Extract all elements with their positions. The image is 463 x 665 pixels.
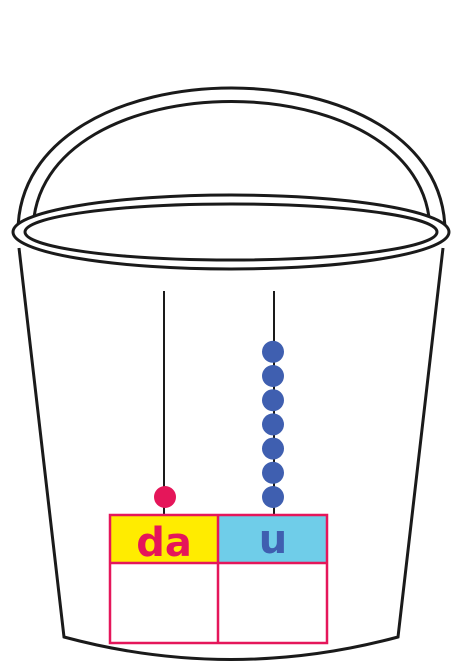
units-label: u — [259, 517, 287, 563]
bucket-handle-icon — [16, 86, 447, 233]
units-bead — [262, 437, 284, 460]
units-answer-cell[interactable] — [218, 563, 327, 643]
units-bead — [262, 461, 284, 484]
units-bead — [262, 486, 284, 508]
units-bead — [262, 340, 284, 363]
bucket-rim-outer — [11, 193, 451, 271]
place-value-table: da u — [108, 513, 329, 645]
units-header-cell — [218, 515, 327, 563]
bucket-rim-inner — [23, 202, 439, 262]
tens-answer-cell[interactable] — [110, 563, 218, 643]
units-beads — [262, 340, 284, 508]
units-bead — [262, 365, 284, 387]
tens-bead — [154, 486, 176, 508]
tens-header-cell — [110, 515, 218, 563]
units-bead — [262, 389, 284, 412]
tens-label: da — [136, 520, 192, 566]
units-bead — [262, 413, 284, 436]
tens-beads — [154, 486, 176, 508]
